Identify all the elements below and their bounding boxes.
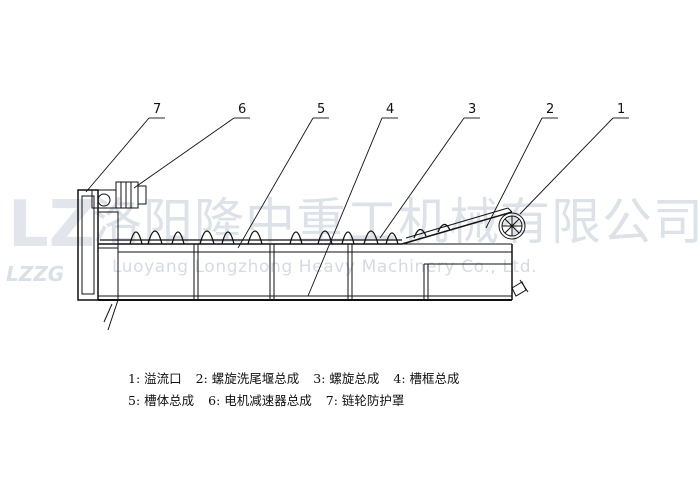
callout-1: 1 bbox=[617, 102, 625, 117]
callout-2: 2 bbox=[546, 102, 554, 117]
legend-item: 4: 槽框总成 bbox=[393, 371, 460, 386]
legend-item: 2: 螺旋洗尾堰总成 bbox=[195, 371, 300, 386]
callout-6: 6 bbox=[238, 102, 246, 117]
legend-item: 5: 槽体总成 bbox=[128, 393, 195, 408]
legend-item: 1: 溢流口 bbox=[128, 371, 182, 386]
support-leg bbox=[107, 299, 119, 331]
callout-4: 4 bbox=[386, 102, 394, 117]
support-leg-2 bbox=[103, 303, 113, 323]
leader-lines bbox=[85, 117, 629, 297]
legend-row-2: 5: 槽体总成 6: 电机减速器总成 7: 链轮防护罩 bbox=[128, 390, 414, 409]
callout-7: 7 bbox=[153, 102, 161, 117]
legend-item: 7: 链轮防护罩 bbox=[325, 393, 405, 408]
discharge-spout bbox=[511, 279, 529, 297]
drive-head bbox=[77, 181, 147, 301]
tank-body bbox=[98, 243, 513, 301]
weir-assembly bbox=[401, 207, 513, 245]
overflow-port bbox=[498, 212, 526, 240]
callout-5: 5 bbox=[317, 102, 325, 117]
legend-row-1: 1: 溢流口 2: 螺旋洗尾堰总成 3: 螺旋总成 4: 槽框总成 bbox=[128, 368, 470, 387]
legend-item: 3: 螺旋总成 bbox=[313, 371, 380, 386]
callout-3: 3 bbox=[468, 102, 476, 117]
legend-item: 6: 电机减速器总成 bbox=[208, 393, 312, 408]
spiral-flights bbox=[100, 223, 451, 245]
